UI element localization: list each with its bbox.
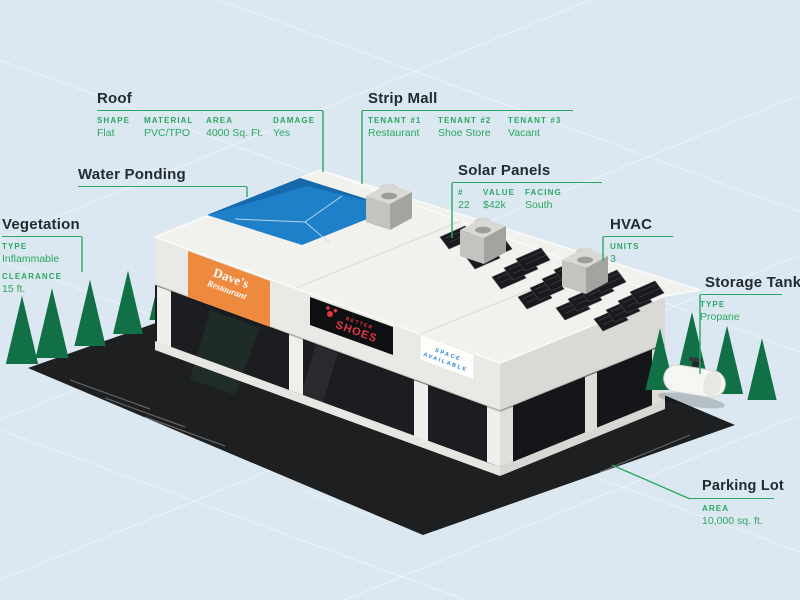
field-value: 15 ft. — [2, 283, 26, 295]
tenant1-sign: Dave's Restaurant — [188, 251, 270, 327]
field-label: AREA — [206, 116, 234, 125]
field-label: VALUE — [483, 188, 516, 197]
field-value: 10,000 sq. ft. — [702, 515, 763, 527]
callout-hvac: HVAC UNITS 3 — [603, 216, 673, 272]
fascia-front-right — [500, 296, 665, 411]
field-value: Vacant — [508, 127, 540, 139]
callout-strip-mall: Strip Mall TENANT #1 Restaurant TENANT #… — [362, 90, 573, 139]
field-label: DAMAGE — [273, 116, 316, 125]
callout-water-ponding: Water Ponding — [78, 166, 247, 187]
field-label: MATERIAL — [144, 116, 194, 125]
callout-solar-panels: Solar Panels # 22 VALUE $42k FACING Sout… — [452, 162, 602, 211]
callout-roof: Roof SHAPE Flat MATERIAL PVC/TPO AREA 40… — [97, 90, 323, 139]
storefront-glass-right — [500, 344, 665, 467]
storage-tank-shape — [657, 356, 726, 409]
callout-vegetation: Vegetation TYPE Inflammable CLEARANCE 15… — [2, 216, 82, 302]
field-label: TYPE — [2, 242, 28, 251]
callout-title: Storage Tank — [705, 274, 800, 291]
field-value: $42k — [483, 199, 506, 211]
field-value: 3 — [610, 253, 616, 265]
field-label: SHAPE — [97, 116, 131, 125]
field-value: Propane — [700, 311, 740, 323]
field-label: TENANT #1 — [368, 116, 422, 125]
field-label: # — [458, 188, 464, 197]
field-value: 22 — [458, 199, 470, 211]
field-value: Restaurant — [368, 127, 420, 139]
callout-title: Water Ponding — [78, 166, 186, 183]
callout-storage-tank: Storage Tank TYPE Propane — [700, 274, 800, 330]
callout-title: Parking Lot — [702, 478, 784, 494]
callout-title: HVAC — [610, 216, 653, 233]
callout-title: Roof — [97, 90, 132, 107]
shoe-icon — [326, 306, 330, 310]
leader-lines — [81, 111, 701, 500]
tree — [113, 270, 143, 334]
leader-parking-lot — [611, 464, 691, 500]
building-plinth — [155, 341, 500, 476]
water-ponding-shape — [207, 178, 395, 245]
tree — [5, 295, 39, 364]
field-label: TENANT #2 — [438, 116, 492, 125]
field-value: South — [525, 199, 553, 211]
field-value: PVC/TPO — [144, 127, 191, 139]
callout-parking-lot: Parking Lot AREA 10,000 sq. ft. — [690, 478, 784, 534]
tree — [747, 338, 777, 400]
callout-title: Solar Panels — [458, 162, 551, 179]
building: Dave's Restaurant BETTER SHOES SPACE AVA… — [152, 169, 701, 476]
shoe-icon — [326, 311, 333, 318]
field-value: Yes — [273, 127, 291, 139]
field-label: FACING — [525, 188, 562, 197]
field-label: AREA — [702, 504, 730, 513]
shoe-icon — [333, 308, 338, 313]
field-value: 4000 Sq. Ft. — [206, 127, 264, 139]
building-plinth — [500, 400, 665, 476]
storefront-glass-left — [155, 285, 500, 467]
field-label: CLEARANCE — [2, 272, 63, 281]
field-value: Flat — [97, 127, 115, 139]
field-label: UNITS — [610, 242, 640, 251]
field-value: Inflammable — [2, 253, 60, 265]
callout-title: Strip Mall — [368, 90, 438, 107]
field-value: Shoe Store — [438, 127, 491, 139]
field-label: TYPE — [700, 300, 726, 309]
field-label: TENANT #3 — [508, 116, 562, 125]
callout-title: Vegetation — [2, 216, 80, 233]
